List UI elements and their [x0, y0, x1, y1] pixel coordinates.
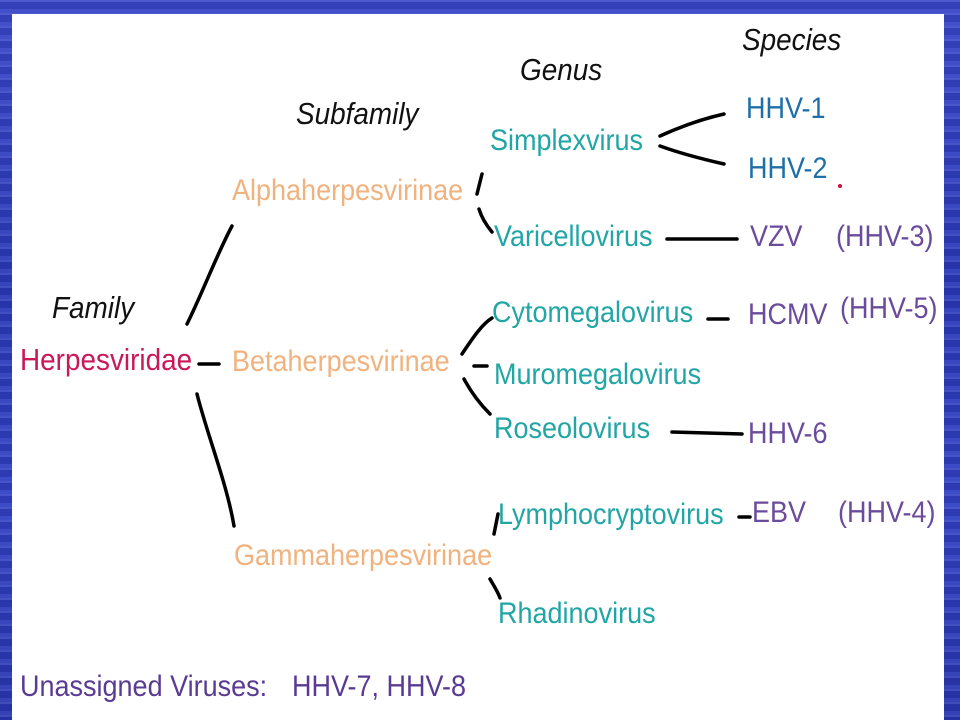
connector-family-alpha: [185, 224, 234, 326]
connector-alpha-varicello: [477, 207, 494, 234]
heading-genus: Genus: [520, 52, 603, 87]
species-ebv: EBV: [752, 496, 807, 529]
connector-roseolo-hhv6: [670, 430, 744, 436]
subfamily-gamma: Gammaherpesvirinae: [234, 539, 493, 572]
subfamily-alpha: Alphaherpesvirinae: [232, 174, 464, 207]
species-vzv: VZV: [750, 220, 803, 253]
genus-cytomegalovirus: Cytomegalovirus: [492, 296, 694, 329]
species-ebv-alias: (HHV-4): [838, 496, 936, 529]
unassigned-label: Unassigned Viruses:: [20, 670, 268, 703]
slide-canvas: Species Genus Subfamily Family Herpesvir…: [12, 14, 944, 720]
connector-family-gamma: [195, 392, 236, 528]
heading-family: Family: [52, 290, 135, 325]
species-vzv-alias: (HHV-3): [836, 220, 934, 253]
connector-simplex-hhv2: [658, 144, 726, 166]
family-herpesviridae: Herpesviridae: [20, 342, 193, 377]
tree-connectors: [185, 112, 752, 600]
connector-gamma-lympho: [492, 512, 500, 536]
connector-beta-roseolo: [462, 377, 492, 416]
genus-muromegalovirus: Muromegalovirus: [494, 358, 702, 391]
species-hhv1: HHV-1: [746, 92, 826, 125]
species-hcmv-alias: (HHV-5): [840, 292, 938, 325]
species-hhv2: HHV-2: [748, 152, 828, 185]
heading-subfamily: Subfamily: [296, 96, 419, 131]
connector-alpha-simplex: [475, 172, 484, 196]
connector-beta-cytomegalo: [460, 316, 494, 356]
species-hhv6: HHV-6: [748, 417, 828, 450]
genus-rhadinovirus: Rhadinovirus: [498, 597, 656, 630]
connector-gamma-rhadino: [488, 577, 502, 600]
subfamily-beta: Betaherpesvirinae: [232, 345, 450, 378]
genus-simplexvirus: Simplexvirus: [490, 124, 644, 157]
genus-roseolovirus: Roseolovirus: [494, 412, 651, 445]
species-hcmv: HCMV: [748, 298, 828, 331]
genus-varicellovirus: Varicellovirus: [494, 220, 653, 253]
unassigned-list: HHV-7, HHV-8: [292, 670, 467, 703]
genus-lymphocryptovirus: Lymphocryptovirus: [498, 498, 724, 531]
heading-species: Species: [742, 22, 842, 57]
connector-simplex-hhv1: [658, 112, 726, 138]
stray-dot-mark: [838, 184, 842, 188]
